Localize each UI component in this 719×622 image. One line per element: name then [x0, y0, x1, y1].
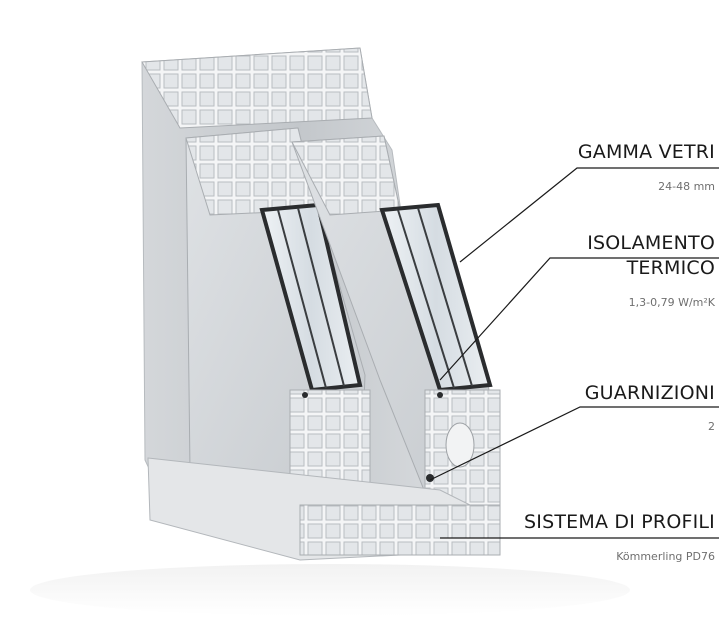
- callout-profile-system-value: Kömmerling PD76: [616, 550, 715, 563]
- gasket-dot-3: [437, 392, 443, 398]
- callout-gaskets-title: GUARNIZIONI: [584, 382, 715, 404]
- callout-glass-range-value: 24-48 mm: [658, 180, 715, 193]
- gasket-dot-1: [426, 474, 434, 482]
- left-glazing: [259, 202, 363, 393]
- top-frame-section: [141, 47, 373, 129]
- left-glass-pane-2: [297, 207, 345, 387]
- leader-lines: [429, 167, 719, 539]
- callout-thermal-insulation-title: ISOLAMENTO TERMICO: [587, 232, 715, 279]
- callout-thermal-insulation-value: 1,3-0,79 W/m²K: [628, 296, 715, 309]
- floor-shadow: [30, 564, 630, 616]
- left-sash-top-section: [185, 127, 319, 216]
- sliding-roller: [445, 422, 475, 468]
- callout-glass-range-title: GAMMA VETRI: [577, 141, 715, 163]
- callout-profile-system-title: SISTEMA DI PROFILI: [524, 511, 715, 533]
- gasket-dot-2: [302, 392, 308, 398]
- leader-line-glass: [459, 167, 719, 263]
- right-glass-pane-1: [397, 209, 455, 389]
- leader-line-gaskets: [429, 406, 719, 481]
- left-glass-pane-1: [277, 209, 327, 389]
- callout-gaskets-value: 2: [708, 420, 715, 433]
- leader-line-insulation: [439, 257, 719, 381]
- right-glass-pane-2: [417, 207, 473, 387]
- right-glazing: [379, 202, 493, 393]
- base-sill-chambers: [299, 504, 501, 556]
